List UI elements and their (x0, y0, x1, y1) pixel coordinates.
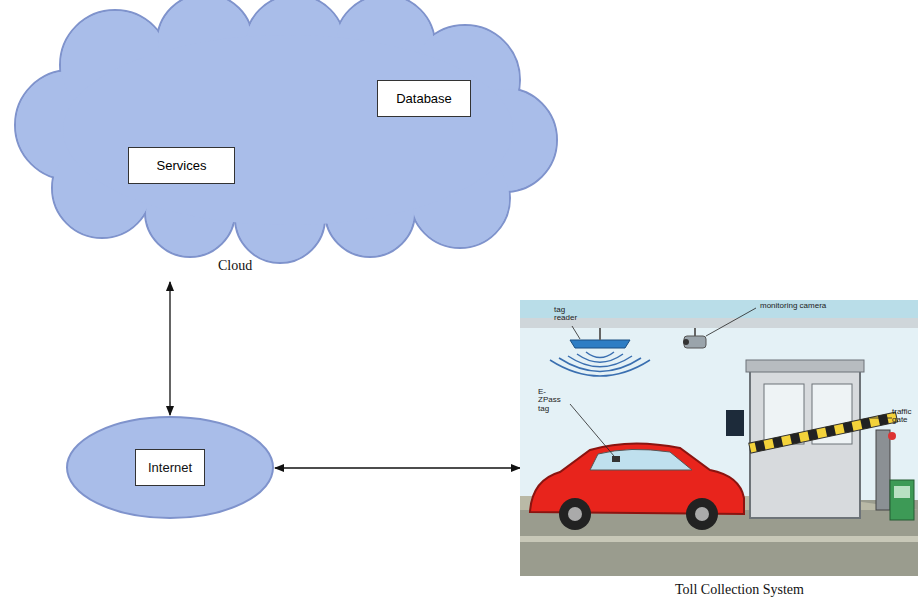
part-label: monitoring camera (760, 302, 850, 310)
toll-system-node: Toll Collection System tag reader monitori… (520, 300, 918, 606)
cloud-node: Cloud Services Database (10, 0, 560, 282)
part-label: traffic gate (892, 408, 918, 425)
cloud-caption: Cloud (218, 258, 252, 274)
part-label: E-ZPass tag (538, 388, 568, 413)
connector-arrow (169, 282, 170, 415)
illustration-caption: Toll Collection System (675, 582, 804, 598)
network-ellipse: Internet (65, 415, 275, 520)
connector-arrow (275, 467, 520, 468)
process-box: Database (377, 80, 471, 117)
cloud-shape (10, 0, 560, 282)
part-label: tag reader (554, 306, 584, 323)
ellipse-label: Internet (135, 449, 205, 486)
toll-illustration (520, 300, 918, 606)
process-box: Services (128, 147, 235, 184)
box-label: Database (396, 91, 452, 106)
box-label: Services (157, 158, 207, 173)
